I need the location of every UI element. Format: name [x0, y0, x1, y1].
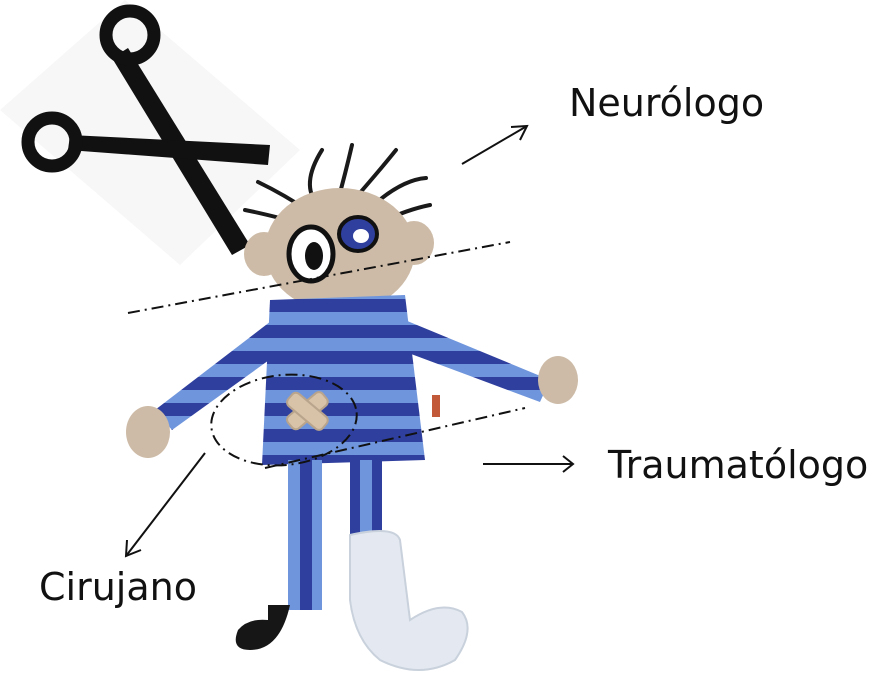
arrow-to-cirujano — [126, 453, 205, 556]
scissors-icon — [0, 0, 300, 265]
label-traumatologo: Traumatólogo — [608, 446, 868, 484]
label-cirujano: Cirujano — [39, 568, 197, 606]
arrow-to-neurologo — [462, 126, 527, 164]
label-neurologo: Neurólogo — [569, 84, 764, 122]
arrow-to-traumatologo — [483, 456, 573, 472]
